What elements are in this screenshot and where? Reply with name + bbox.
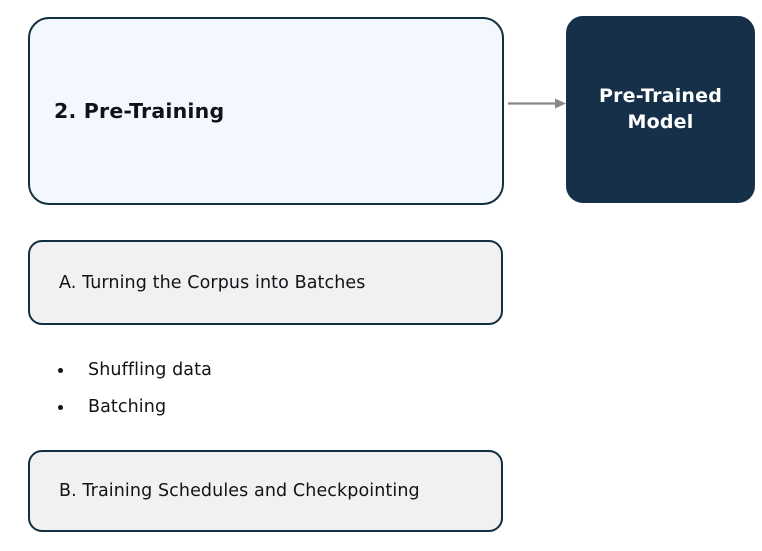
node-pre-training[interactable]: 2. Pre-Training — [28, 17, 504, 205]
bullet-dot-icon — [58, 405, 63, 410]
list-item-label: Shuffling data — [88, 360, 212, 380]
list-item: Batching — [52, 389, 432, 426]
list-item: Shuffling data — [52, 352, 432, 389]
arrowhead-icon — [555, 98, 566, 109]
node-section-b[interactable]: B. Training Schedules and Checkpointing — [28, 450, 503, 532]
node-pre-trained-model-label: Pre-Trained Model — [568, 84, 753, 134]
edge-pretraining-to-model — [508, 98, 566, 109]
node-pre-training-label: 2. Pre-Training — [54, 99, 225, 123]
node-pre-trained-model-label-line1: Pre-Trained — [598, 85, 723, 108]
node-pre-trained-model-label-line2: Model — [627, 110, 694, 133]
node-section-a-label: A. Turning the Corpus into Batches — [59, 272, 366, 293]
node-pre-trained-model[interactable]: Pre-Trained Model — [566, 16, 755, 203]
node-section-a[interactable]: A. Turning the Corpus into Batches — [28, 240, 503, 325]
bullet-list: Shuffling data Batching — [52, 352, 432, 426]
bullet-dot-icon — [58, 368, 63, 373]
node-section-b-label: B. Training Schedules and Checkpointing — [59, 481, 420, 501]
list-item-label: Batching — [88, 397, 167, 417]
